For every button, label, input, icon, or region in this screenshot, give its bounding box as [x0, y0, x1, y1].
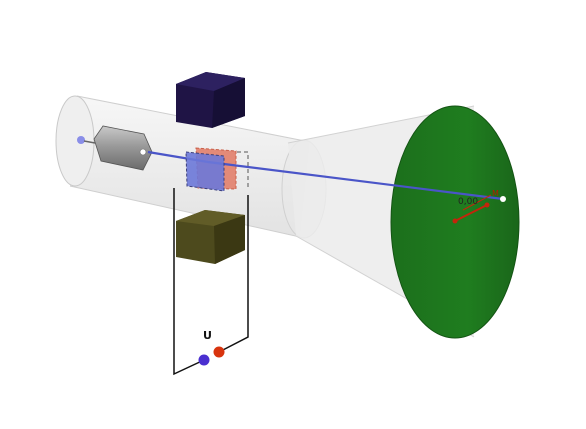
spot-readout: 0,00 [458, 197, 478, 207]
cathode-lead [83, 140, 96, 144]
plate-connector [237, 151, 249, 190]
terminal-positive [213, 346, 225, 358]
beam-spot [500, 196, 506, 202]
deflection-plate-front [185, 151, 225, 192]
circuit-wires [173, 188, 249, 376]
axis-label: M [492, 189, 499, 198]
deflection-marker [452, 194, 492, 224]
cathode-dot [77, 136, 85, 144]
upper-magnet [176, 72, 245, 128]
lower-magnet [176, 210, 245, 264]
terminal-negative [198, 354, 210, 366]
voltage-label: U [203, 329, 212, 342]
